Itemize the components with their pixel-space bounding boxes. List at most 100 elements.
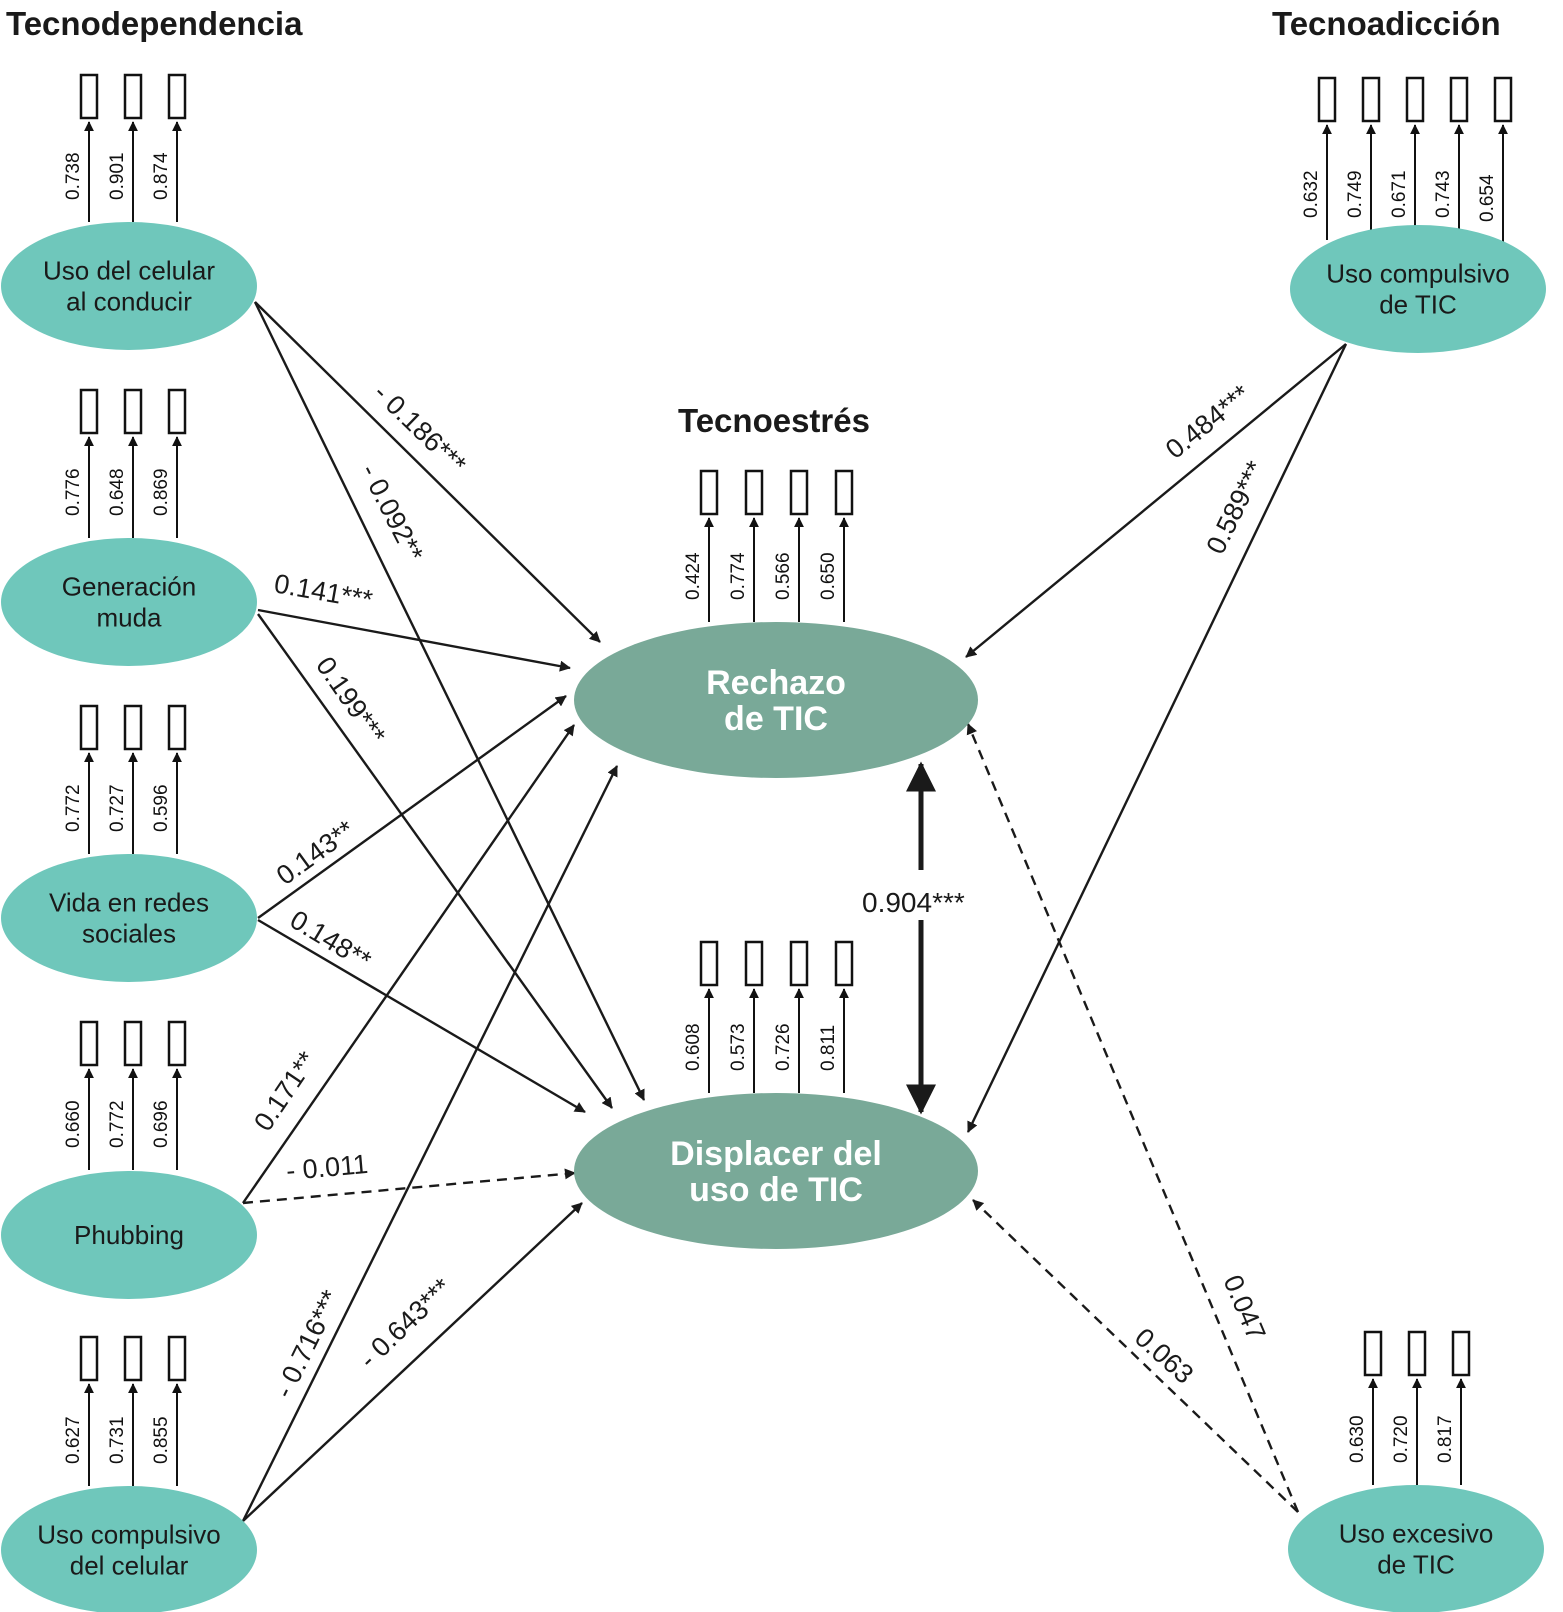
loading-value: 0.743: [1433, 170, 1454, 218]
loading-value: 0.608: [683, 1023, 704, 1071]
indicator-box: [1317, 76, 1337, 123]
structural-paths: [241, 301, 1348, 1522]
path-generacion_muda-to-displacer_tic: [257, 613, 613, 1109]
indicator: 0.772: [107, 1020, 143, 1170]
indicator: 0.650: [818, 469, 854, 622]
construct-label: Uso compulsivo: [1326, 259, 1510, 289]
indicator: 0.817: [1435, 1330, 1471, 1485]
indicator-box: [79, 704, 99, 751]
loading-value: 0.573: [728, 1023, 749, 1071]
indicator: 0.566: [773, 469, 809, 622]
indicator-box: [123, 73, 143, 120]
loading-value: 0.817: [1435, 1415, 1456, 1463]
indicator: 0.772: [63, 704, 99, 854]
loading-value: 0.671: [1389, 170, 1410, 218]
loading-value: 0.869: [151, 468, 172, 516]
indicator-box: [1405, 76, 1425, 123]
construct-label: Uso compulsivo: [37, 1520, 221, 1550]
indicator-box: [123, 704, 143, 751]
indicator-box: [1493, 76, 1513, 123]
indicator: 0.738: [63, 73, 99, 222]
latent-variable-ellipse: [1, 538, 257, 666]
loading-value: 0.772: [107, 1100, 128, 1148]
path-coefficient: 0.047: [1217, 1271, 1271, 1345]
indicator: 0.596: [151, 704, 187, 854]
construct-label: al conducir: [66, 287, 192, 317]
construct-label: de TIC: [724, 700, 828, 738]
loading-value: 0.648: [107, 468, 128, 516]
indicator-box: [123, 1335, 143, 1382]
loading-value: 0.727: [107, 784, 128, 832]
indicator: 0.627: [63, 1335, 99, 1486]
path-compulsivo_tic-to-displacer_tic: [966, 343, 1348, 1133]
construct-label: Generación: [62, 572, 196, 602]
latent-variable-ellipse: [1290, 225, 1546, 353]
indicator: 0.720: [1391, 1330, 1427, 1485]
loading-value: 0.566: [773, 552, 794, 600]
indicator-box: [1361, 76, 1381, 123]
indicator: 0.874: [151, 73, 187, 222]
indicator: 0.727: [107, 704, 143, 854]
path-coefficient: 0.484***: [1160, 379, 1256, 465]
indicator-box: [744, 940, 764, 987]
path-excesivo_tic-to-rechazo_tic: [966, 723, 1300, 1513]
indicator-box: [167, 73, 187, 120]
construct-label: Rechazo: [706, 664, 846, 702]
loading-value: 0.720: [1391, 1415, 1412, 1463]
construct-phubbing: Phubbing: [1, 1171, 257, 1299]
indicator: 0.696: [151, 1020, 187, 1170]
indicator-box: [1451, 1330, 1471, 1377]
indicator: 0.660: [63, 1020, 99, 1170]
group-title-tecnodependencia: Tecnodependencia: [6, 5, 303, 42]
indicator: 0.855: [151, 1335, 187, 1486]
construct-label: muda: [96, 603, 162, 633]
path-compulsivo_celular-to-displacer_tic: [242, 1202, 583, 1522]
loading-value: 0.776: [63, 468, 84, 516]
indicator: 0.731: [107, 1335, 143, 1486]
path-coefficient: - 0.643***: [353, 1272, 457, 1374]
indicator: 0.869: [151, 388, 187, 538]
loading-value: 0.726: [773, 1023, 794, 1071]
path-coefficient: 0.148**: [285, 904, 377, 976]
loading-value: 0.654: [1477, 174, 1498, 222]
indicator-box: [167, 1020, 187, 1067]
path-vida_redes-to-rechazo_tic: [257, 695, 567, 919]
latent-variable-ellipse: [1, 854, 257, 982]
indicator-box: [167, 1335, 187, 1382]
path-coefficient: 0.199***: [310, 651, 392, 750]
path-coefficient: - 0.716***: [268, 1285, 346, 1402]
latent-variable-ellipse: [1, 1486, 257, 1612]
indicator: 0.654: [1477, 76, 1513, 244]
loading-value: 0.749: [1345, 170, 1366, 218]
latent-variable-ellipse: [574, 1093, 978, 1249]
indicator-box: [744, 469, 764, 516]
loading-value: 0.738: [63, 152, 84, 200]
loading-value: 0.855: [151, 1416, 172, 1464]
loading-value: 0.772: [63, 784, 84, 832]
indicator-box: [167, 704, 187, 751]
indicator: 0.630: [1347, 1330, 1383, 1485]
loading-value: 0.424: [683, 552, 704, 600]
loading-value: 0.696: [151, 1100, 172, 1148]
indicator: 0.743: [1433, 76, 1469, 240]
indicator: 0.424: [683, 469, 719, 622]
indicator-box: [123, 1020, 143, 1067]
construct-label: de TIC: [1379, 290, 1457, 320]
path-celular_conducir-to-rechazo_tic: [254, 301, 601, 643]
path-compulsivo_celular-to-rechazo_tic: [241, 765, 619, 1522]
latent-variable-ellipse: [1288, 1485, 1544, 1612]
construct-label: sociales: [82, 919, 176, 949]
indicator-box: [79, 388, 99, 435]
indicator: 0.811: [818, 940, 854, 1093]
indicator: 0.749: [1345, 76, 1381, 240]
path-coefficient: - 0.011: [285, 1149, 369, 1186]
correlation-coefficient: 0.904***: [862, 887, 965, 918]
construct-label: Phubbing: [74, 1220, 184, 1250]
